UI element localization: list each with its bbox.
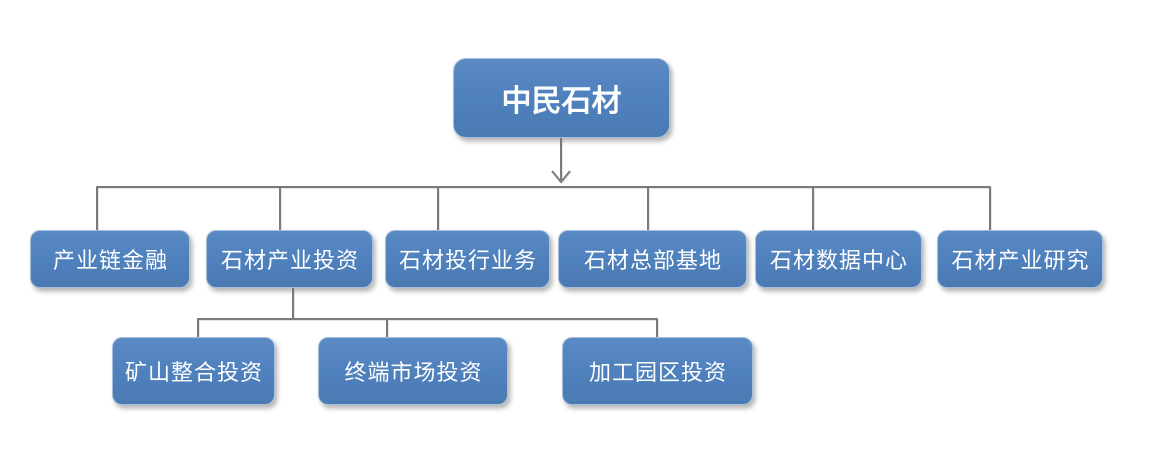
node-label: 加工园区投资: [588, 361, 727, 386]
node-mine-integration-investment: 矿山整合投资: [112, 337, 275, 405]
node-label: 产业链金融: [52, 249, 168, 274]
node-label: 石材投行业务: [398, 249, 537, 274]
level2-rail: [96, 186, 991, 230]
level3-rail: [197, 318, 658, 337]
node-stone-investment-banking: 石材投行业务: [385, 230, 550, 288]
node-zhongmin-stone: 中民石材: [453, 58, 670, 138]
node-label: 中民石材: [501, 84, 622, 119]
node-processing-park-investment: 加工园区投资: [562, 337, 753, 405]
node-label: 矿山整合投资: [124, 361, 263, 386]
node-stone-industry-research: 石材产业研究: [937, 230, 1103, 288]
node-label: 石材数据中心: [769, 249, 908, 274]
node-stone-headquarters-base: 石材总部基地: [558, 230, 747, 288]
node-stone-data-center: 石材数据中心: [755, 230, 922, 288]
root-arrow-head-icon: [551, 170, 571, 183]
node-industry-chain-finance: 产业链金融: [30, 230, 190, 288]
node-stone-industry-investment: 石材产业投资: [206, 230, 373, 288]
node-label: 终端市场投资: [344, 361, 483, 386]
node-label: 石材产业投资: [220, 249, 359, 274]
node-terminal-market-investment: 终端市场投资: [318, 337, 508, 405]
node-label: 石材总部基地: [583, 249, 722, 274]
node-label: 石材产业研究: [951, 249, 1090, 274]
